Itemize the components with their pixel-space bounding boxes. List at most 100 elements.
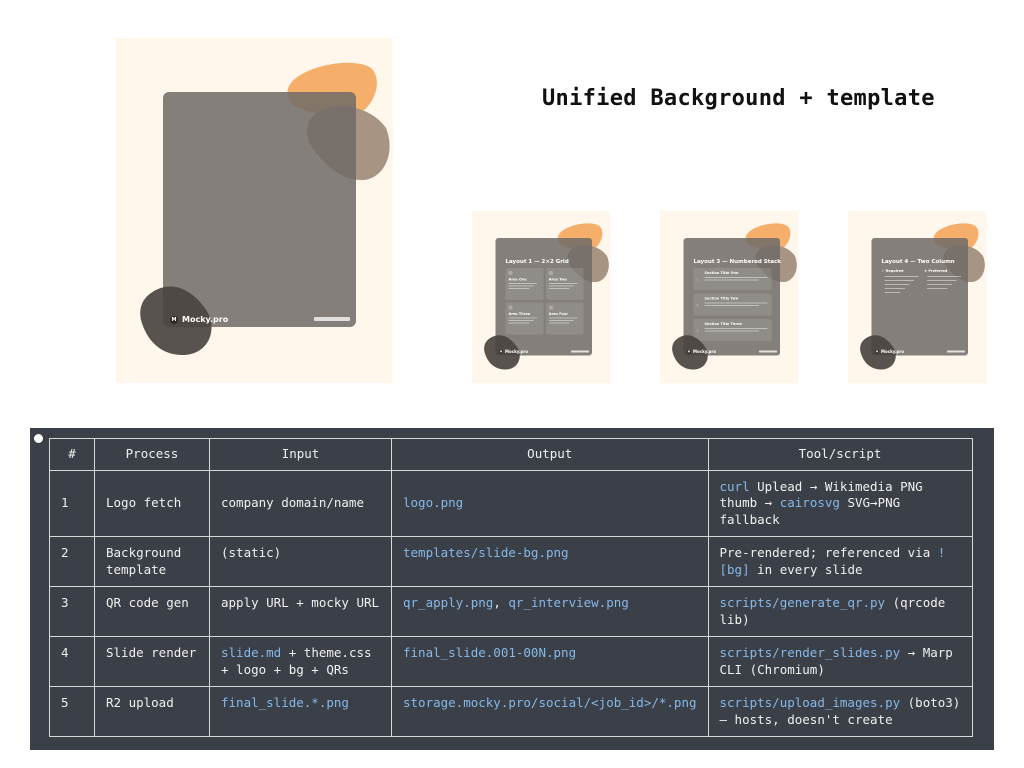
cell-text: 1 <box>61 495 69 510</box>
area-icon <box>508 305 513 310</box>
stack-section: 2 Section Title Two <box>693 293 772 316</box>
code-text: cairosvg <box>779 495 840 510</box>
table-cell: 4 <box>49 636 95 687</box>
table-cell: QR code gen <box>94 586 210 637</box>
cell-text: → Marp CLI (Chromium) <box>719 645 953 677</box>
code-text: curl <box>719 478 750 494</box>
code-text: final_slide.*.png <box>221 695 349 710</box>
table-cell: logo.png <box>391 469 709 537</box>
cell-text: Pre-rendered; referenced via <box>719 545 938 560</box>
placeholder-text-line <box>884 288 905 289</box>
placeholder-text-line <box>884 284 910 285</box>
table-cell: Logo fetch <box>94 469 210 537</box>
column: ✓ Required <box>882 269 920 296</box>
placeholder-text-line <box>508 285 534 287</box>
section-number: 1 <box>696 278 699 282</box>
footer-url <box>314 317 350 321</box>
placeholder-text-line <box>884 280 914 281</box>
placeholder-text-line <box>927 276 961 277</box>
table-cell: apply URL + mocky URL <box>209 586 392 637</box>
placeholder-text-line <box>548 320 574 321</box>
code-text: qr_apply.png <box>403 595 494 610</box>
brand-name: Mocky.pro <box>881 349 905 355</box>
column-header: # <box>49 438 95 471</box>
placeholder-text-line <box>704 330 760 332</box>
stack-section: 1 Section Title One <box>693 268 772 290</box>
cell-text: 5 <box>61 695 69 710</box>
brand-name: Mocky.pro <box>182 315 229 324</box>
section-number: 2 <box>696 303 699 308</box>
brand-name: Mocky.pro <box>693 349 717 355</box>
table-cell: curl Uplead → Wikimedia PNG thumb → cair… <box>707 469 973 537</box>
area-title: Area Two <box>548 277 567 282</box>
footer-url <box>947 350 965 353</box>
placeholder-text-line <box>927 288 948 289</box>
cell-text: 3 <box>61 595 69 610</box>
mocky-logo-icon: M <box>170 315 178 324</box>
placeholder-text-line <box>704 305 760 306</box>
column-header: Process <box>94 438 210 471</box>
table-cell: scripts/render_slides.py → Marp CLI (Chr… <box>707 636 973 687</box>
table-cell: 1 <box>49 469 95 537</box>
table-cell: final_slide.*.png <box>209 686 392 737</box>
grid-area: Area Three <box>505 302 544 335</box>
slide-card: Layout 4 — Two Column✓ Required★ Preferr… <box>871 238 968 356</box>
code-text: slide.md <box>221 645 282 660</box>
table-cell: 2 <box>49 536 95 587</box>
cell-text: , <box>493 595 509 610</box>
table-row: 4 Slide render slide.md + theme.css + logo… <box>49 636 973 687</box>
table-cell: Background template <box>94 536 210 587</box>
table-cell: company domain/name <box>209 469 392 537</box>
placeholder-text-line <box>927 280 957 281</box>
cell-text: apply URL + mocky URL <box>221 595 380 610</box>
column-title: ★ Preferred <box>924 269 948 273</box>
footer-url <box>759 350 777 353</box>
area-title: Area Three <box>508 312 531 316</box>
placeholder-text-line <box>548 283 578 284</box>
code-text: qr_interview.png <box>508 595 629 610</box>
cell-text: (qrcode lib) <box>719 595 946 627</box>
placeholder-text-line <box>704 328 768 329</box>
table-row: 3 QR code gen apply URL + mocky URL qr_appl… <box>49 586 973 637</box>
table-cell: storage.mocky.pro/social/<job_id>/*.png <box>391 686 709 737</box>
layout-title: Layout 3 — Numbered Stack <box>693 258 781 265</box>
placeholder-text-line <box>704 279 760 281</box>
section-title: Section Title Two <box>704 296 739 301</box>
code-text: logo.png <box>403 495 464 510</box>
mocky-logo-icon: M <box>875 349 879 354</box>
placeholder-text-line <box>927 284 952 285</box>
cell-text: Background template <box>106 545 182 577</box>
mocky-logo-icon: M <box>687 349 691 354</box>
cell-text: + theme.css + logo + bg + QRs <box>221 645 372 677</box>
code-text: final_slide.001-00N.png <box>403 645 577 660</box>
column-title: ✓ Required <box>881 269 904 273</box>
section-title: Section Title Three <box>704 322 742 326</box>
placeholder-text-line <box>548 322 570 324</box>
placeholder-text-line <box>884 276 919 277</box>
table-cell: qr_apply.png, qr_interview.png <box>391 586 709 637</box>
column: ★ Preferred <box>924 269 962 296</box>
cell-text: Slide render <box>106 645 197 660</box>
mocky-logo-icon: M <box>499 349 503 354</box>
placeholder-text-line <box>508 320 534 321</box>
column-header: Output <box>391 438 709 471</box>
table-cell: Pre-rendered; referenced via ![bg] in ev… <box>707 536 973 587</box>
column-header: Input <box>209 438 392 471</box>
code-text: scripts/generate_qr.py <box>719 595 886 610</box>
section-title: Section Title One <box>704 271 739 275</box>
table-cell: final_slide.001-00N.png <box>391 636 709 687</box>
placeholder-text-line <box>508 288 530 289</box>
placeholder-text-line <box>548 288 570 289</box>
brand-name: Mocky.pro <box>505 349 529 355</box>
grid-area: Area Two <box>545 268 584 300</box>
placeholder-text-line <box>508 283 538 284</box>
table-cell: 5 <box>49 686 95 737</box>
cell-text: R2 upload <box>106 695 174 710</box>
